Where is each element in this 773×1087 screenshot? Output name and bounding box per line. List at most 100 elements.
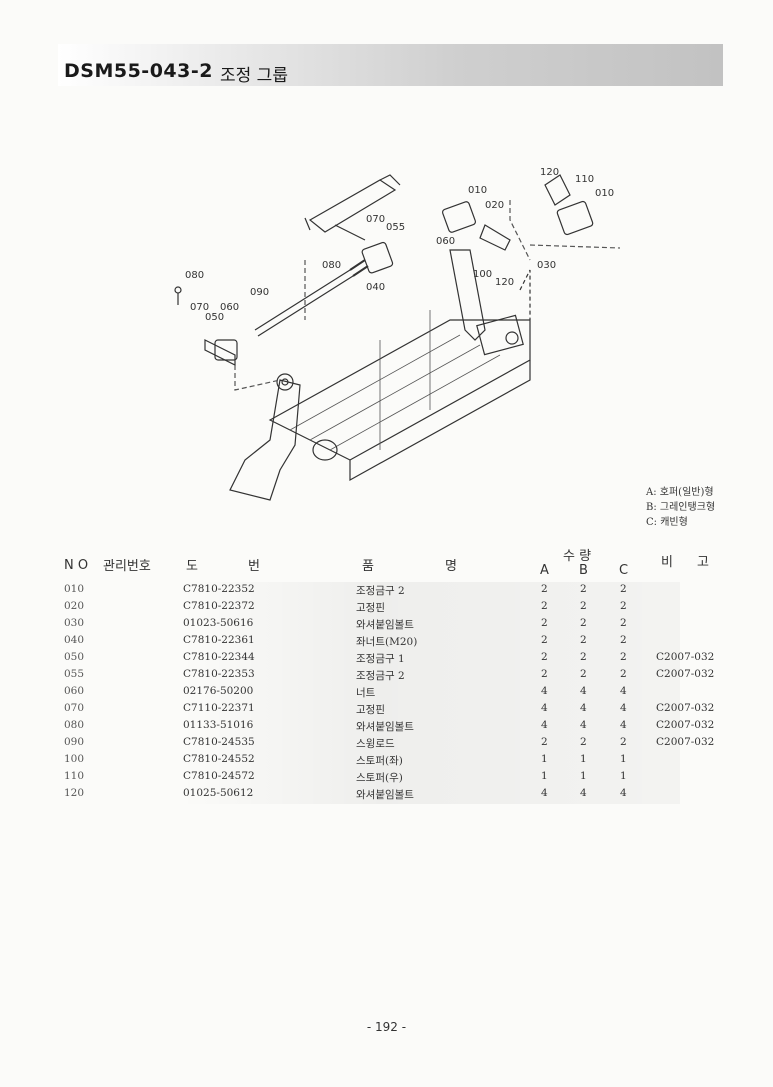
- table-scan-shade: [180, 582, 680, 804]
- cell-part-name: 조정금구 2: [356, 585, 405, 597]
- cell-part-name: 와셔붙임볼트: [356, 619, 414, 631]
- callout-070-left: 070: [190, 302, 209, 313]
- col-header-drawing-1: 도: [186, 559, 198, 574]
- cell-part-number: 02176-50200: [183, 685, 254, 697]
- cell-qty-b: 2: [580, 634, 587, 646]
- document-code: DSM55-043-2: [64, 60, 213, 82]
- cell-part-name: 와셔붙임볼트: [356, 789, 414, 801]
- col-header-drawing-2: 번: [248, 559, 260, 574]
- cell-qty-c: 4: [620, 787, 627, 799]
- table-row: 040 C7810-22361 좌너트(M20) 2 2 2: [0, 634, 773, 651]
- table-row: 050 C7810-22344 조정금구 1 2 2 2 C2007-032: [0, 651, 773, 668]
- cell-no: 100: [64, 753, 85, 765]
- cell-no: 120: [64, 787, 85, 799]
- cell-qty-a: 1: [541, 770, 548, 782]
- legend-item-c: C: 캐빈형: [646, 517, 688, 528]
- cell-qty-a: 4: [541, 685, 548, 697]
- cell-part-name: 고정핀: [356, 602, 385, 614]
- cell-part-number: 01023-50616: [183, 617, 254, 629]
- exploded-parts-diagram: 120 110 010 010 020 070 055 060 080 030 …: [174, 167, 621, 501]
- cell-no: 040: [64, 634, 85, 646]
- cell-part-name: 와셔붙임볼트: [356, 721, 414, 733]
- cell-qty-b: 4: [580, 787, 587, 799]
- cell-qty-a: 2: [541, 617, 548, 629]
- callout-120-bottom: 120: [495, 277, 514, 288]
- cell-no: 080: [64, 719, 85, 731]
- cell-no: 090: [64, 736, 85, 748]
- cell-qty-a: 2: [541, 600, 548, 612]
- cell-part-number: C7810-22372: [183, 600, 255, 612]
- cell-qty-b: 4: [580, 719, 587, 731]
- cell-qty-a: 2: [541, 651, 548, 663]
- cell-part-number: 01133-51016: [183, 719, 254, 731]
- cell-part-number: C7810-24552: [183, 753, 255, 765]
- cell-qty-c: 2: [620, 736, 627, 748]
- cell-part-name: 너트: [356, 687, 376, 699]
- cell-qty-b: 1: [580, 753, 587, 765]
- cell-qty-c: 2: [620, 617, 627, 629]
- cell-no: 020: [64, 600, 85, 612]
- cell-part-number: 01025-50612: [183, 787, 254, 799]
- cell-qty-b: 4: [580, 685, 587, 697]
- callout-080-mid: 080: [322, 260, 341, 271]
- callout-090: 090: [250, 287, 269, 298]
- callout-070-mid: 070: [366, 214, 385, 225]
- cell-qty-a: 2: [541, 634, 548, 646]
- cell-no: 030: [64, 617, 85, 629]
- cell-part-name: 조정금구 1: [356, 653, 405, 665]
- table-row: 090 C7810-24535 스윙로드 2 2 2 C2007-032: [0, 736, 773, 753]
- cell-qty-a: 2: [541, 668, 548, 680]
- callout-040: 040: [366, 282, 385, 293]
- table-row: 100 C7810-24552 스토퍼(좌) 1 1 1: [0, 753, 773, 770]
- cell-qty-b: 2: [580, 600, 587, 612]
- col-header-name-1: 품: [362, 559, 374, 574]
- cell-part-number: C7810-24535: [183, 736, 255, 748]
- cell-qty-c: 4: [620, 719, 627, 731]
- callout-020: 020: [485, 200, 504, 211]
- cell-qty-a: 2: [541, 583, 548, 595]
- callout-030: 030: [537, 260, 556, 271]
- table-row: 010 C7810-22352 조정금구 2 2 2 2: [0, 583, 773, 600]
- col-header-qty-a: A: [540, 563, 549, 578]
- cell-remarks: C2007-032: [656, 736, 715, 748]
- callout-080-left: 080: [185, 270, 204, 281]
- cell-no: 050: [64, 651, 85, 663]
- cell-part-number: C7810-22344: [183, 651, 255, 663]
- callout-060-mid: 060: [436, 236, 455, 247]
- col-header-no: N O: [64, 558, 89, 573]
- cell-qty-b: 2: [580, 668, 587, 680]
- table-row: 110 C7810-24572 스토퍼(우) 1 1 1: [0, 770, 773, 787]
- cell-part-number: C7810-22353: [183, 668, 255, 680]
- cell-qty-c: 2: [620, 651, 627, 663]
- cell-qty-c: 4: [620, 685, 627, 697]
- cell-remarks: C2007-032: [656, 702, 715, 714]
- page-number: - 192 -: [366, 1020, 407, 1034]
- cell-no: 055: [64, 668, 85, 680]
- cell-qty-a: 2: [541, 736, 548, 748]
- cell-remarks: C2007-032: [656, 651, 715, 663]
- cell-part-number: C7110-22371: [183, 702, 255, 714]
- callout-100: 100: [473, 269, 492, 280]
- cell-no: 060: [64, 685, 85, 697]
- col-header-name-2: 명: [445, 559, 457, 574]
- cell-qty-b: 2: [580, 651, 587, 663]
- table-row: 070 C7110-22371 고정핀 4 4 4 C2007-032: [0, 702, 773, 719]
- cell-part-name: 스토퍼(좌): [356, 755, 403, 767]
- cell-qty-b: 4: [580, 702, 587, 714]
- col-header-qty-b: B: [579, 563, 588, 578]
- callout-060-left: 060: [220, 302, 239, 313]
- cell-no: 110: [64, 770, 85, 782]
- cell-part-number: C7810-22361: [183, 634, 255, 646]
- cell-qty-a: 4: [541, 719, 548, 731]
- callout-120-top: 120: [540, 167, 559, 178]
- table-row: 020 C7810-22372 고정핀 2 2 2: [0, 600, 773, 617]
- callout-010-mid: 010: [468, 185, 487, 196]
- cell-qty-b: 2: [580, 617, 587, 629]
- table-row: 060 02176-50200 너트 4 4 4: [0, 685, 773, 702]
- col-header-remarks-2: 고: [697, 555, 709, 570]
- cell-qty-b: 2: [580, 583, 587, 595]
- cell-qty-a: 4: [541, 702, 548, 714]
- cell-no: 010: [64, 583, 85, 595]
- callout-010-right: 010: [595, 188, 614, 199]
- cell-qty-a: 1: [541, 753, 548, 765]
